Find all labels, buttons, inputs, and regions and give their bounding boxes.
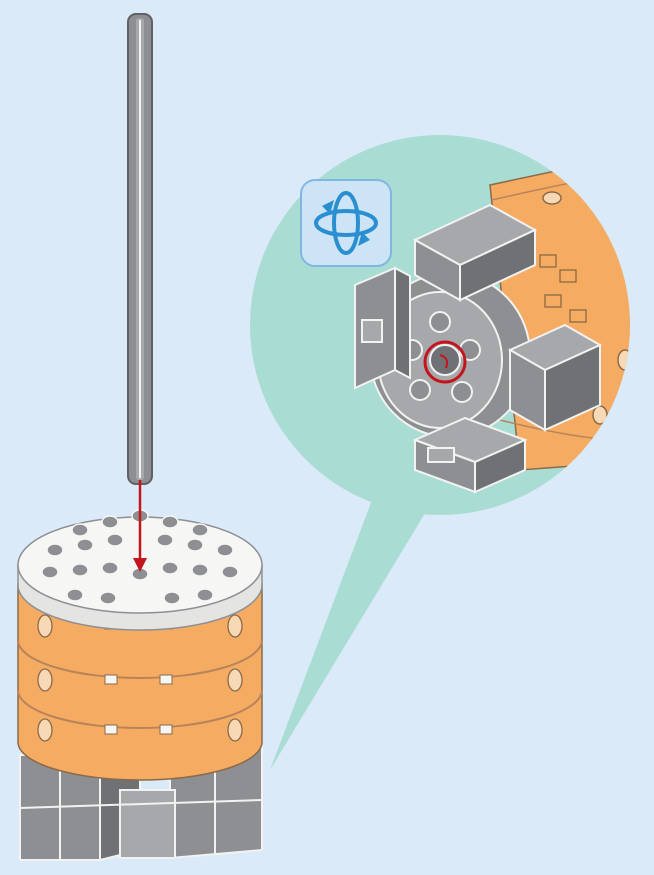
axle — [128, 14, 152, 484]
rotate-icon — [301, 180, 391, 266]
